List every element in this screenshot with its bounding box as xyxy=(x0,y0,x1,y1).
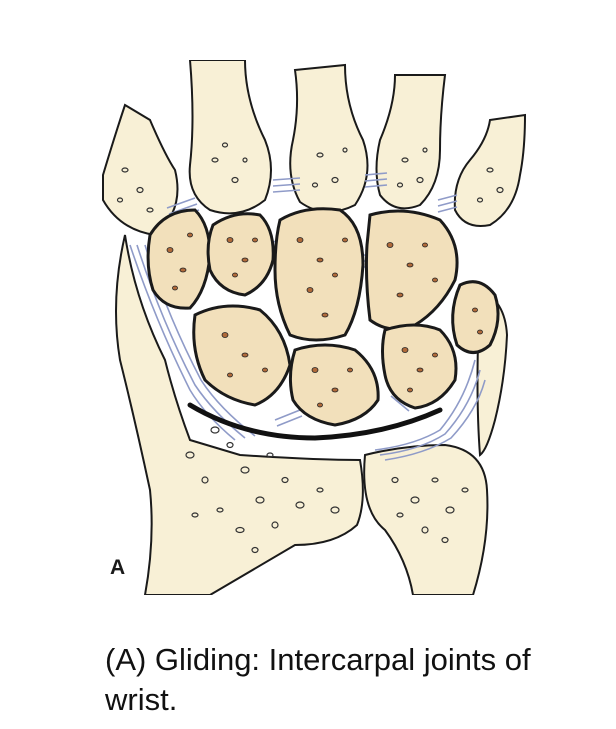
metacarpal-5 xyxy=(453,113,527,227)
metacarpal-3 xyxy=(289,63,369,213)
carpal-marrow-texture xyxy=(166,232,483,408)
metacarpal-bones xyxy=(102,60,527,237)
ulna-bone xyxy=(363,443,489,595)
cortical-bone-texture xyxy=(116,142,504,554)
pisiform xyxy=(451,280,500,354)
metacarpal-2 xyxy=(188,60,272,215)
trapezoid xyxy=(206,212,275,297)
wrist-carpal-illustration xyxy=(102,60,527,595)
metacarpal-1 xyxy=(102,103,179,237)
metacarpal-4 xyxy=(375,74,447,210)
ulnar-collateral-ligament xyxy=(374,359,486,461)
capitate xyxy=(273,207,365,342)
triquetrum xyxy=(381,323,458,410)
radius-bone xyxy=(115,234,364,595)
hamate xyxy=(364,209,459,331)
lunate xyxy=(288,343,380,427)
radiocarpal-joint-line xyxy=(187,402,443,441)
panel-letter: A xyxy=(110,556,126,579)
figure-caption: (A) Gliding: Intercarpal joints of wrist… xyxy=(105,642,531,717)
trapezium xyxy=(146,208,212,310)
